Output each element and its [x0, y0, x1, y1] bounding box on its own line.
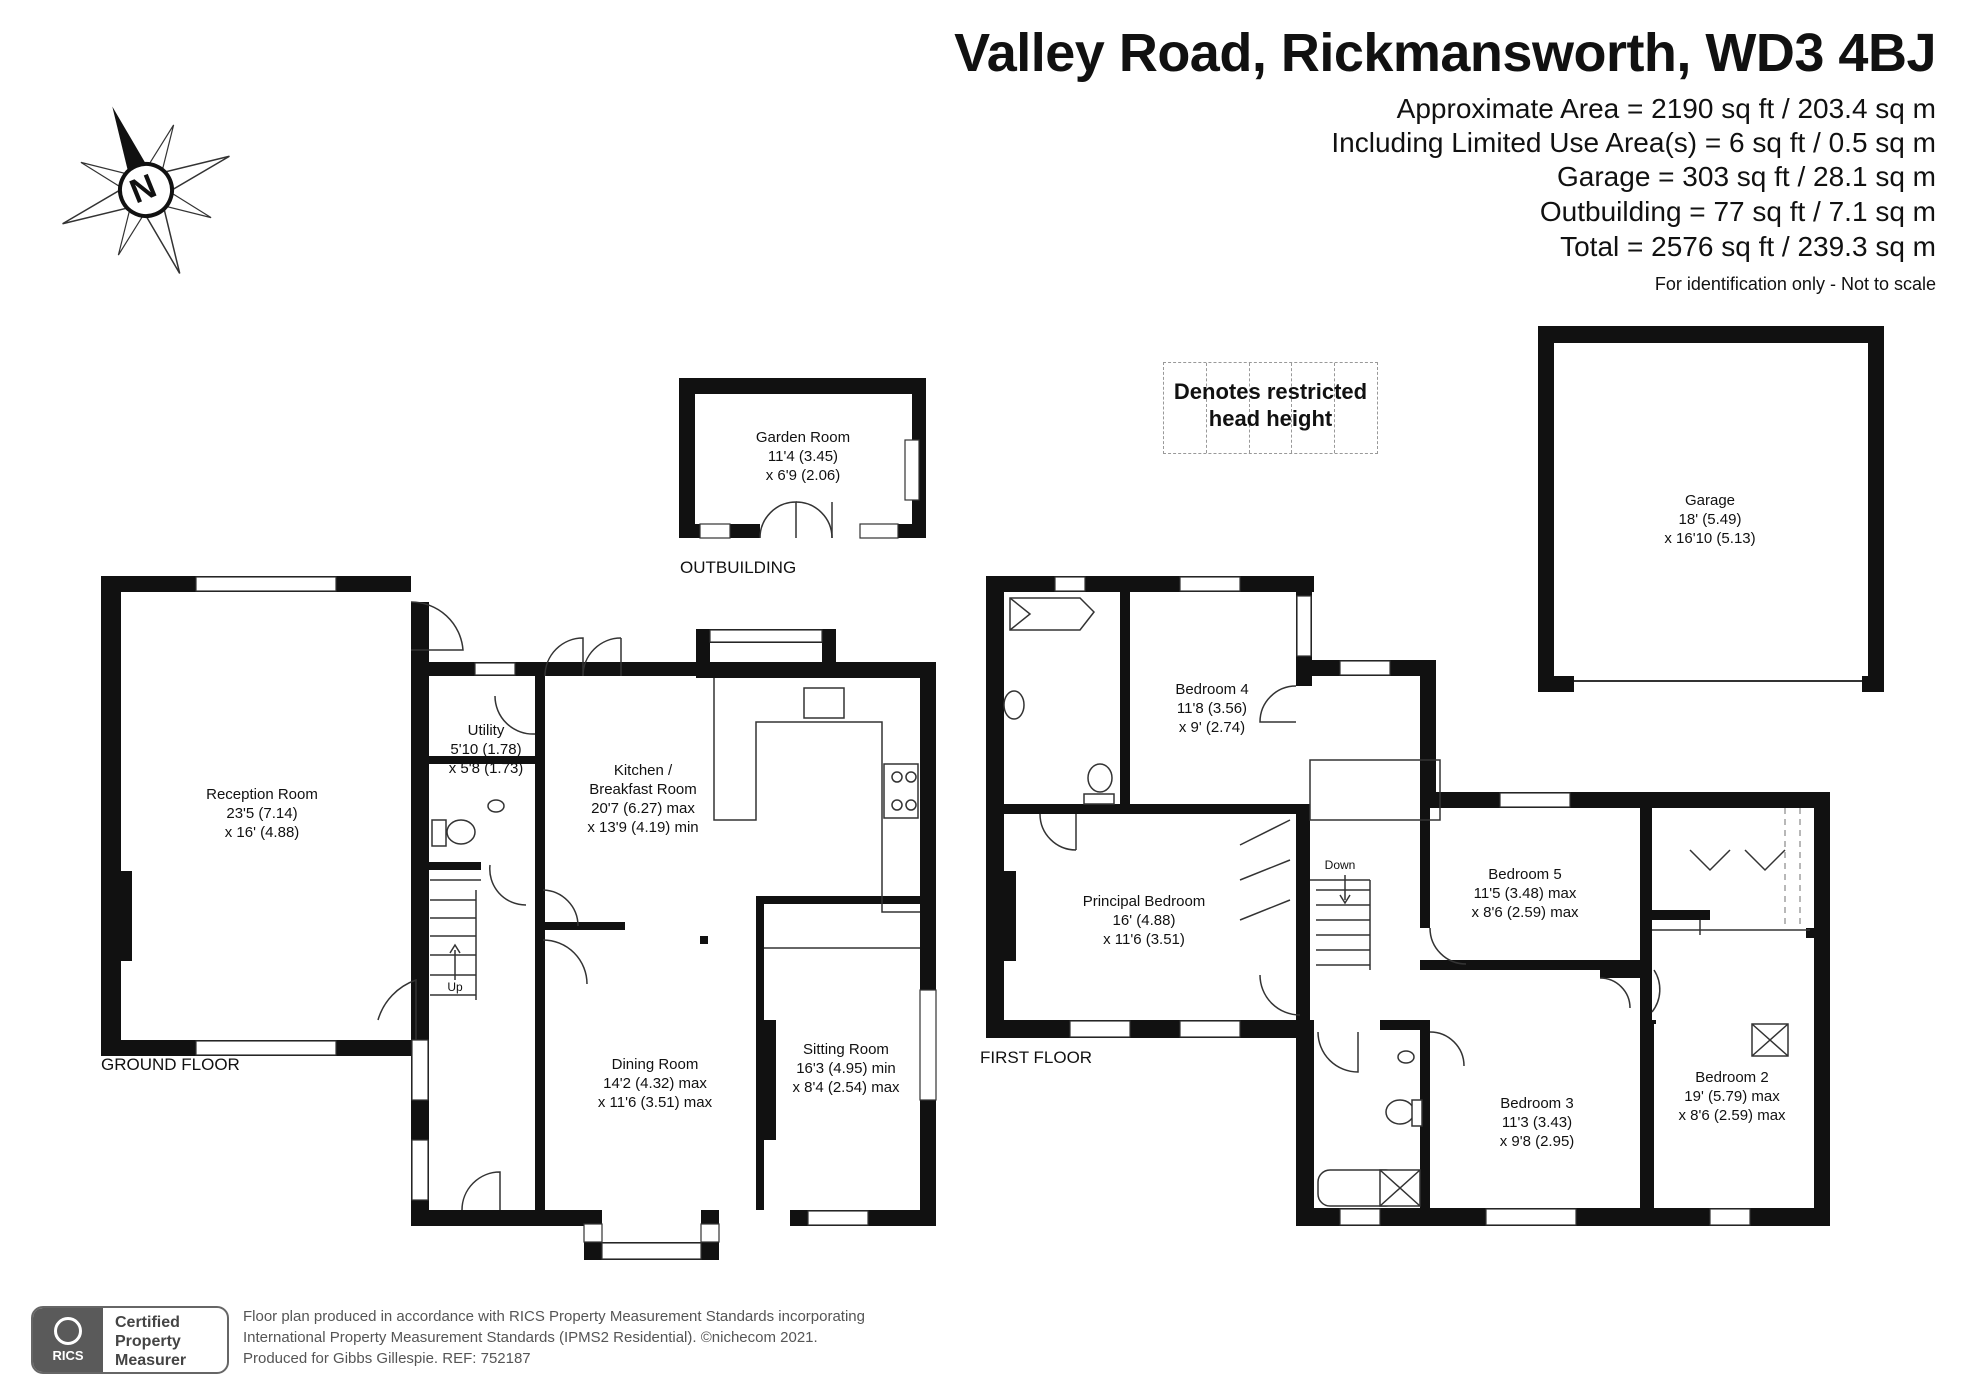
restricted-height-legend: Denotes restricted head height: [1163, 362, 1378, 454]
legend-line-2: head height: [1208, 406, 1333, 431]
area-approximate: Approximate Area = 2190 sq ft / 203.4 sq…: [1396, 93, 1936, 124]
stairs-up-label: Up: [447, 980, 463, 994]
ground-floor-label: GROUND FLOOR: [101, 1055, 240, 1074]
footer-disclaimer: Floor plan produced in accordance with R…: [243, 1308, 865, 1367]
rics-seal-icon: RICS: [33, 1308, 103, 1372]
area-garage: Garage = 303 sq ft / 28.1 sq m: [1557, 161, 1936, 192]
first-floor-fixtures: [1003, 597, 1810, 1207]
legend-line-1: Denotes restricted: [1173, 379, 1368, 404]
outbuilding-label: OUTBUILDING: [680, 558, 797, 577]
area-limited-use: Including Limited Use Area(s) = 6 sq ft …: [1331, 127, 1936, 158]
ground-floor-doors: [377, 601, 920, 1211]
ground-floor-windows: [195, 576, 937, 1260]
area-total: Total = 2576 sq ft / 239.3 sq m: [1560, 231, 1936, 262]
restricted-height-dashes: [1784, 808, 1801, 928]
garage-walls: [1538, 326, 1884, 692]
property-title: Valley Road, Rickmansworth, WD3 4BJ: [954, 23, 1936, 83]
stairs-down-label: Down: [1324, 858, 1356, 872]
badge-line-1: Certified: [115, 1314, 180, 1331]
ground-floor-walls: [101, 576, 936, 1260]
area-outbuilding: Outbuilding = 77 sq ft / 7.1 sq m: [1539, 196, 1936, 227]
badge-line-3: Measurer: [115, 1352, 187, 1369]
rics-badge: RICS Certified Property Measurer: [31, 1306, 229, 1374]
north-arrow-icon: [62, 106, 230, 274]
first-floor-windows: [1054, 576, 1751, 1226]
badge-line-2: Property: [115, 1333, 181, 1350]
scale-disclaimer: For identification only - Not to scale: [1654, 274, 1936, 294]
first-floor-label: FIRST FLOOR: [980, 1048, 1093, 1067]
outbuilding-walls: [679, 378, 926, 539]
